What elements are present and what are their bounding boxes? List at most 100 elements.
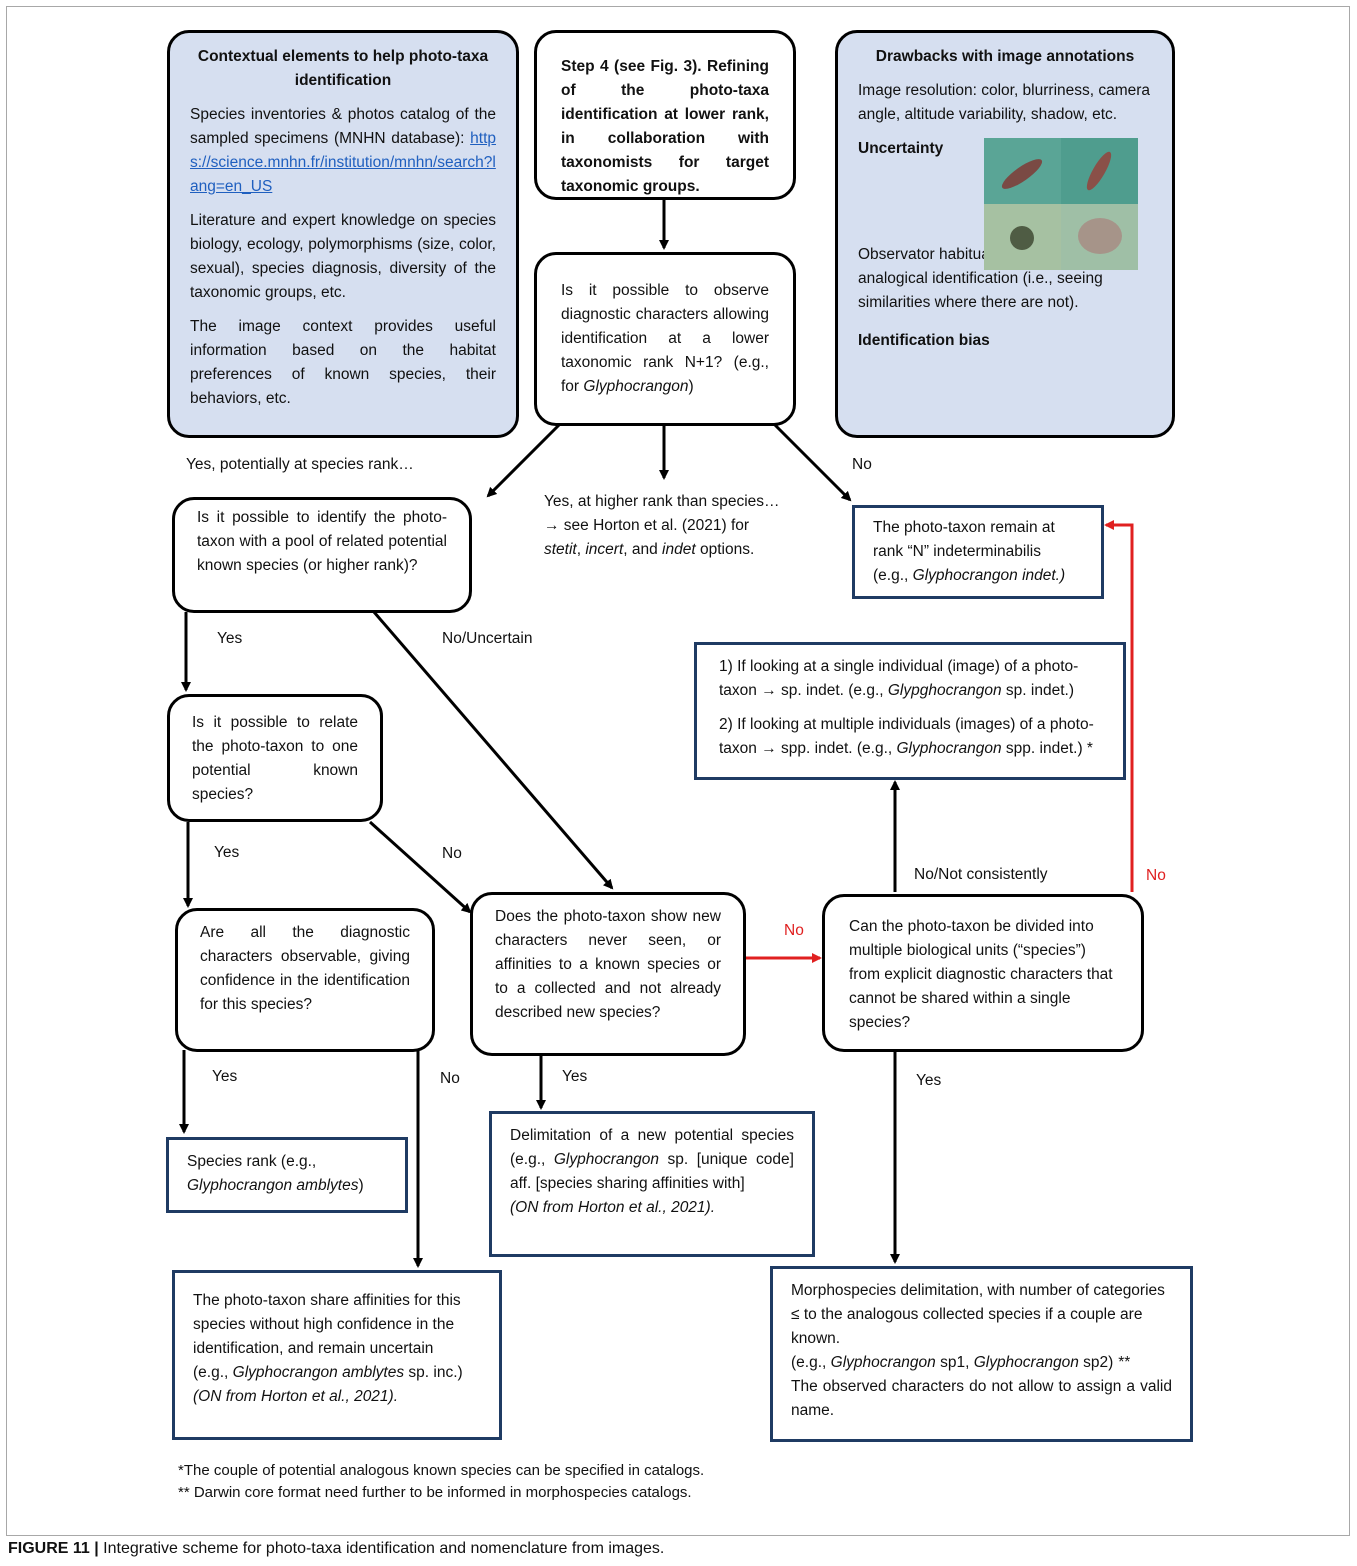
figure-caption: FIGURE 11 | Integrative scheme for photo… <box>8 1540 664 1558</box>
label-yes-allchars: Yes <box>212 1068 238 1085</box>
label-yes-relate: Yes <box>214 844 240 861</box>
label-no-top: No <box>852 456 872 473</box>
species-rank-box: Species rank (e.g., Glyphocrangon amblyt… <box>166 1137 408 1213</box>
option-stetit: stetit <box>544 541 577 558</box>
option-incert: incert <box>585 541 624 558</box>
label-yes-pool: Yes <box>217 630 243 647</box>
label-no-not-consistently: No/Not consistently <box>914 866 1048 883</box>
contextual-title: Contextual elements to help photo-taxa i… <box>197 48 489 89</box>
footnote-1: *The couple of potential analogous known… <box>178 1462 705 1479</box>
share-eg-pre: (e.g., <box>193 1364 233 1381</box>
observe-close: ) <box>688 378 694 395</box>
single-pre: 1) If looking at a single individual (im… <box>719 658 1079 699</box>
observe-text: Is it possible to observe diagnostic cha… <box>561 282 769 395</box>
higher-rank-line2: → see Horton et al. (2021) for <box>544 517 750 534</box>
morpho-eg-pre: (e.g., <box>791 1354 831 1371</box>
pool-question-box: Is it possible to identify the photo-tax… <box>172 497 472 613</box>
label-no-red-right: No <box>1146 867 1166 884</box>
single-post: sp. indet.) <box>1001 682 1074 699</box>
footnote-2: ** Darwin core format need further to be… <box>178 1484 692 1501</box>
remain-indet-example: (e.g., Glyphocrangon indet.) <box>873 564 1083 588</box>
delimitation-text: Delimitation of a new potential species … <box>510 1124 794 1196</box>
label-no-uncertain: No/Uncertain <box>442 630 533 647</box>
caption-text: Integrative scheme for photo-taxa identi… <box>98 1540 665 1557</box>
single-genus: Glypghocrangon <box>887 682 1002 699</box>
species-post: ) <box>358 1177 364 1194</box>
label-no-red-middle: No <box>784 922 804 939</box>
delimitation-box: Delimitation of a new potential species … <box>489 1111 815 1257</box>
share-affinities-box: The photo-taxon share affinities for thi… <box>172 1270 502 1440</box>
all-chars-question-box: Are all the diagnostic characters observ… <box>175 908 435 1052</box>
arrow-pool-to-newchars <box>372 611 614 890</box>
divide-question-box: Can the photo-taxon be divided into mult… <box>822 894 1144 1052</box>
multiple-genus: Glyphocrangon <box>896 740 1002 757</box>
morpho-g2: Glyphocrangon <box>973 1354 1079 1371</box>
delim-on: (ON from Horton et al., 2021). <box>510 1199 716 1216</box>
eg-pre: (e.g., <box>873 567 913 584</box>
mnhn-link[interactable]: https://science.mnhn.fr/institution/mnhn… <box>190 130 496 195</box>
pool-question-text: Is it possible to identify the photo-tax… <box>197 509 447 574</box>
drawbacks-resolution: Image resolution: color, blurriness, cam… <box>858 82 1151 123</box>
opt-sep: , <box>576 541 586 558</box>
label-yes-divide: Yes <box>916 1072 942 1089</box>
share-name: Glyphocrangon amblytes <box>232 1364 405 1381</box>
new-chars-question-text: Does the photo-taxon show new characters… <box>495 908 721 1021</box>
contextual-elements-box: Contextual elements to help photo-taxa i… <box>167 30 519 438</box>
relate-question-text: Is it possible to relate the photo-taxon… <box>192 714 358 803</box>
contextual-catalog-text: Species inventories & photos catalog of … <box>190 103 496 199</box>
drawbacks-uncertainty: Uncertainty <box>858 140 944 157</box>
arrow-divide-to-indet <box>1104 520 1134 892</box>
multiple-pre: 2) If looking at multiple individuals (i… <box>719 716 1094 757</box>
contextual-image-context: The image context provides useful inform… <box>190 318 496 407</box>
morpho-mid: sp1, <box>935 1354 974 1371</box>
arrow-observe-to-pool <box>486 420 564 498</box>
label-no-allchars: No <box>440 1070 460 1087</box>
species-rank-pre: Species rank (e.g., <box>187 1153 317 1170</box>
multiple-post: spp. indet.) * <box>1001 740 1093 757</box>
remain-indet-text: The photo-taxon remain at rank “N” indet… <box>873 519 1055 560</box>
divide-question-text: Can the photo-taxon be divided into mult… <box>849 918 1113 1031</box>
observe-question-box: Is it possible to observe diagnostic cha… <box>534 252 796 426</box>
figure-frame <box>6 6 1350 1536</box>
observe-question-text: Is it possible to observe diagnostic cha… <box>561 279 769 399</box>
eg-post: indet.) <box>1017 567 1066 584</box>
arrow-observe-to-indet <box>770 420 852 502</box>
new-chars-question-box: Does the photo-taxon show new characters… <box>470 892 746 1056</box>
morpho-eg-post: sp2) <box>1078 1354 1118 1371</box>
sp-indet-single: 1) If looking at a single individual (im… <box>719 655 1101 703</box>
higher-rank-line1: Yes, at higher rank than species… <box>544 493 780 510</box>
delimitation-on: (ON from Horton et al., 2021). <box>510 1196 794 1220</box>
label-no-relate: No <box>442 845 462 862</box>
remain-indet-box: The photo-taxon remain at rank “N” indet… <box>852 505 1104 599</box>
drawbacks-bias: Identification bias <box>858 332 990 349</box>
annotation-image-samples <box>984 138 1138 270</box>
arrow-relate-to-newchars <box>368 820 472 914</box>
higher-rank-note: Yes, at higher rank than species… → see … <box>544 490 814 562</box>
opt-and: , and <box>623 541 663 558</box>
delim-genus: Glyphocrangon <box>553 1151 659 1168</box>
observe-genus: Glyphocrangon <box>583 378 689 395</box>
catalog-text: Species inventories & photos catalog of … <box>190 106 496 147</box>
morpho-stars: ** <box>1117 1354 1130 1371</box>
step4-box: Step 4 (see Fig. 3). Refining of the pho… <box>534 30 796 200</box>
label-yes-newchars: Yes <box>562 1068 588 1085</box>
caption-label: FIGURE 11 | <box>8 1540 99 1557</box>
higher-rank-options: stetit, incert, and indet options. <box>544 538 814 562</box>
morphospecies-box: Morphospecies delimitation, with number … <box>770 1266 1193 1442</box>
eg-genus: Glyphocrangon <box>912 567 1018 584</box>
morpho-tail: The observed characters do not allow to … <box>791 1378 1172 1419</box>
delim-pre: Delimitation of a new potential species … <box>510 1127 794 1168</box>
sp-indet-multiple: 2) If looking at multiple individuals (i… <box>719 713 1101 761</box>
species-name: Glyphocrangon amblytes <box>187 1177 359 1194</box>
delim-post: sp. [unique code] aff. [species sharing … <box>510 1151 794 1192</box>
contextual-literature: Literature and expert knowledge on speci… <box>190 212 496 301</box>
relate-question-box: Is it possible to relate the photo-taxon… <box>167 694 383 822</box>
step4-text: Step 4 (see Fig. 3). Refining of the pho… <box>561 58 769 195</box>
opt-tail: options. <box>695 541 755 558</box>
all-chars-question-text: Are all the diagnostic characters observ… <box>200 924 410 1013</box>
morpho-g1: Glyphocrangon <box>830 1354 936 1371</box>
morpho-text: Morphospecies delimitation, with number … <box>791 1282 1165 1347</box>
option-indet: indet <box>662 541 696 558</box>
share-text: The photo-taxon share affinities for thi… <box>193 1292 461 1357</box>
